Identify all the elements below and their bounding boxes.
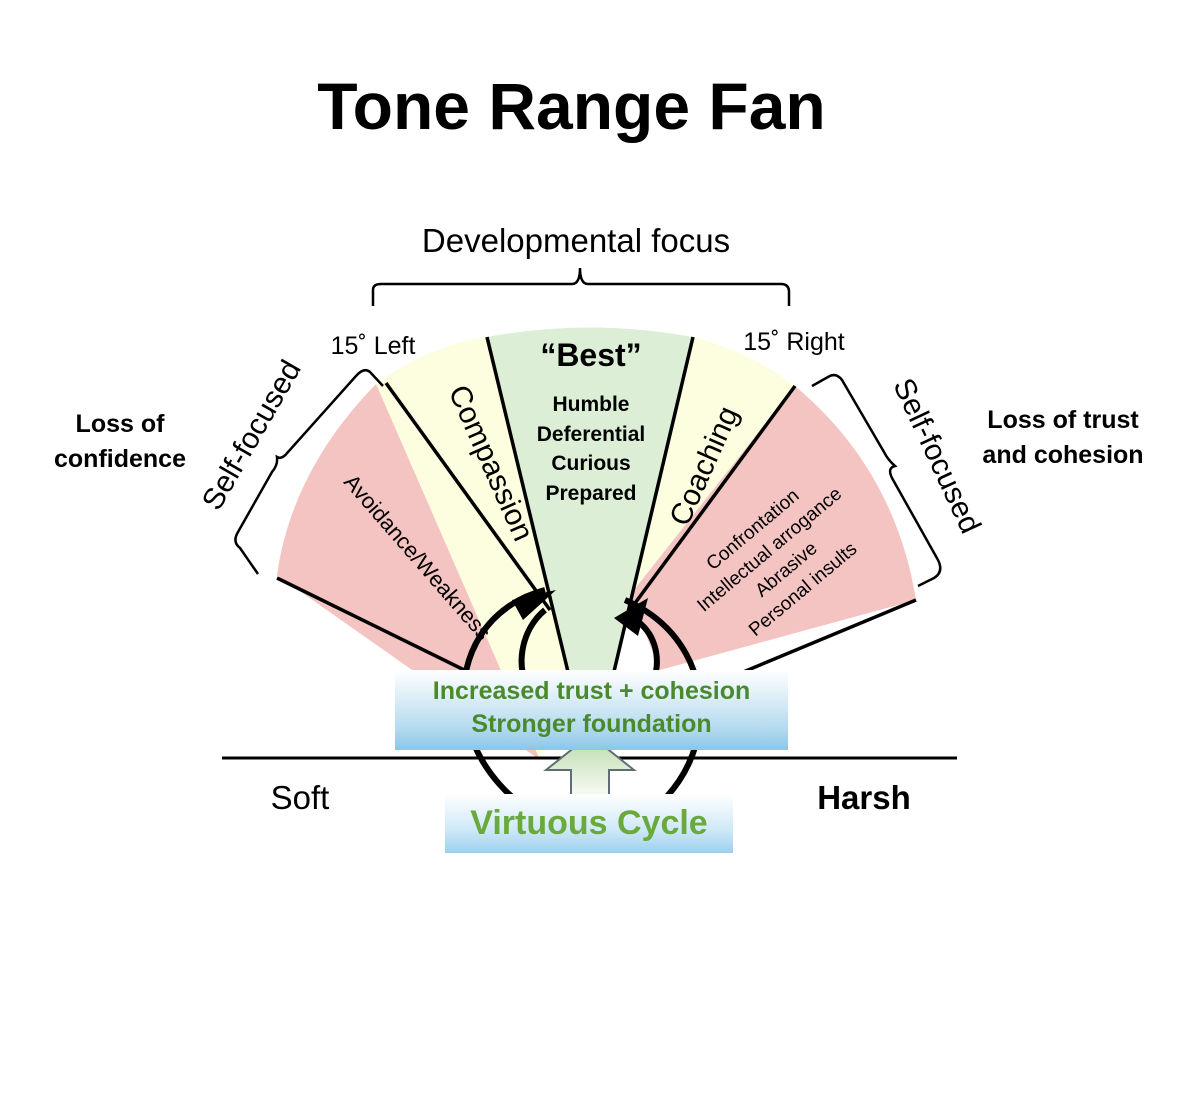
wedge-best	[487, 327, 693, 680]
right-angle-label: 15˚ Right	[743, 328, 844, 356]
virtuous-cycle-label: Virtuous Cycle	[470, 804, 708, 842]
axis-soft-label: Soft	[271, 779, 330, 816]
wedge-avoidance	[277, 384, 552, 760]
wedge-harsh	[630, 386, 916, 670]
loss-right-label: Loss of trust	[987, 406, 1139, 434]
self-focused-left-label: Self-focused	[196, 355, 308, 516]
left-side-bracket	[234, 368, 384, 575]
axis-harsh-label: Harsh	[817, 779, 911, 816]
best-title: “Best”	[540, 337, 641, 373]
left-arrowhead-icon	[512, 590, 556, 620]
developmental-focus-label: Developmental focus	[422, 222, 730, 259]
top-bracket	[371, 267, 791, 306]
trust-line: Increased trust + cohesion	[432, 677, 751, 705]
page-title: Tone Range Fan	[317, 69, 826, 143]
right-side-bracket	[811, 373, 942, 588]
left-angle-label: 15˚ Left	[331, 332, 416, 360]
divider-line-2	[384, 381, 552, 612]
loss-left-label: Loss of	[76, 410, 166, 438]
up-arrow-icon	[543, 733, 637, 796]
loss-left-label: confidence	[54, 445, 186, 473]
best-item: Prepared	[545, 482, 636, 505]
self-focused-right-label: Self-focused	[886, 373, 986, 538]
trust-line: Stronger foundation	[471, 710, 712, 738]
virtuous-cycle-box: Virtuous Cycle	[445, 794, 733, 853]
wedge-coaching	[612, 337, 795, 680]
best-item: Curious	[551, 452, 630, 475]
trust-box: Increased trust + cohesion Stronger foun…	[395, 670, 788, 750]
best-item: Deferential	[537, 423, 646, 446]
divider-line-5	[628, 384, 797, 612]
best-item: Humble	[552, 393, 629, 416]
divider-line-3	[485, 336, 572, 681]
right-arrowhead-icon	[614, 598, 648, 636]
loss-right-label: and cohesion	[982, 441, 1143, 469]
